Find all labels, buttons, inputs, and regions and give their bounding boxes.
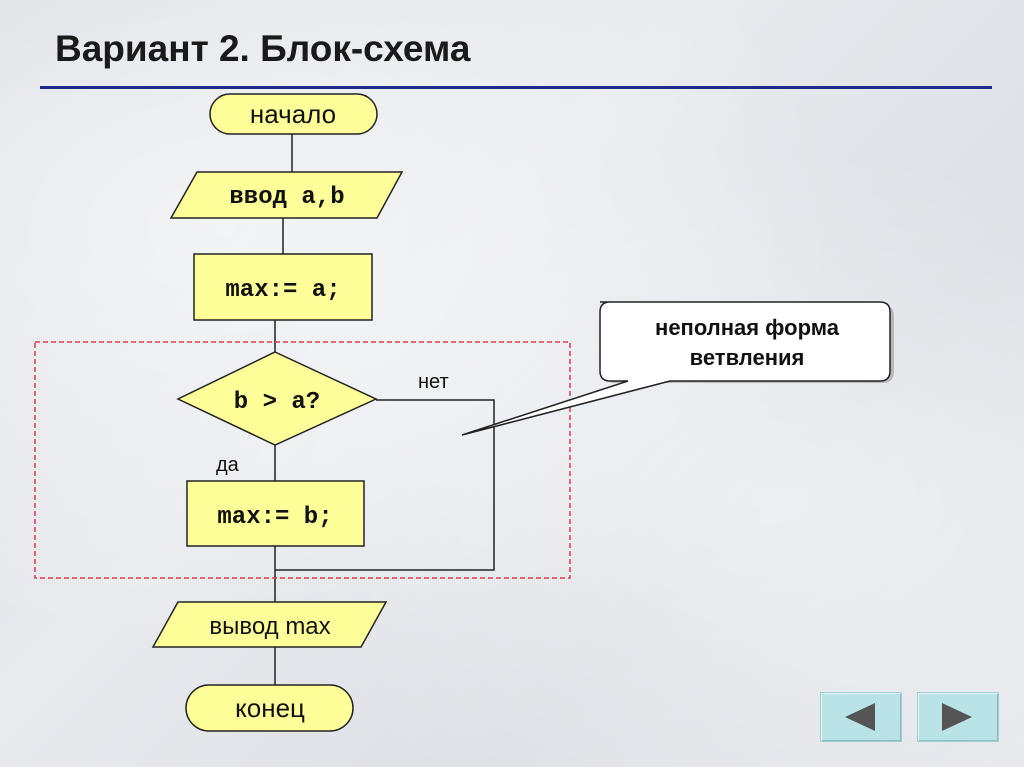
assign-b-block: [186, 480, 365, 547]
branch-highlight-frame: [34, 341, 571, 579]
connectors: [274, 133, 495, 685]
output-block: [151, 601, 388, 648]
start-label: начало: [250, 99, 336, 129]
triangle-right-icon: [942, 703, 972, 731]
start-terminal: [209, 93, 378, 135]
assign-a-block: [193, 253, 373, 321]
yes-branch-label: да: [216, 454, 240, 476]
condition-diamond: [176, 351, 378, 446]
callout-line-2: ветвления: [690, 345, 805, 370]
callout-line-1: неполная форма: [655, 315, 840, 340]
callout: неполная форма ветвления: [461, 301, 894, 436]
end-terminal: [185, 684, 354, 732]
assign-b-label: max:= b;: [217, 504, 332, 531]
next-slide-button[interactable]: [917, 692, 999, 742]
end-label: конец: [235, 693, 305, 723]
triangle-left-icon: [845, 703, 875, 731]
connector-no-branch: [275, 399, 495, 571]
no-branch-label: нет: [418, 371, 449, 393]
prev-slide-button[interactable]: [820, 692, 902, 742]
assign-a-label: max:= a;: [225, 277, 340, 304]
input-block: [169, 171, 404, 219]
page-title: Вариант 2. Блок-схема: [55, 28, 471, 69]
title-divider: [40, 86, 992, 89]
input-label: ввод a,b: [229, 184, 344, 211]
output-label: вывод max: [209, 613, 330, 640]
callout-bubble: [461, 301, 891, 436]
condition-label: b > a?: [234, 389, 320, 416]
